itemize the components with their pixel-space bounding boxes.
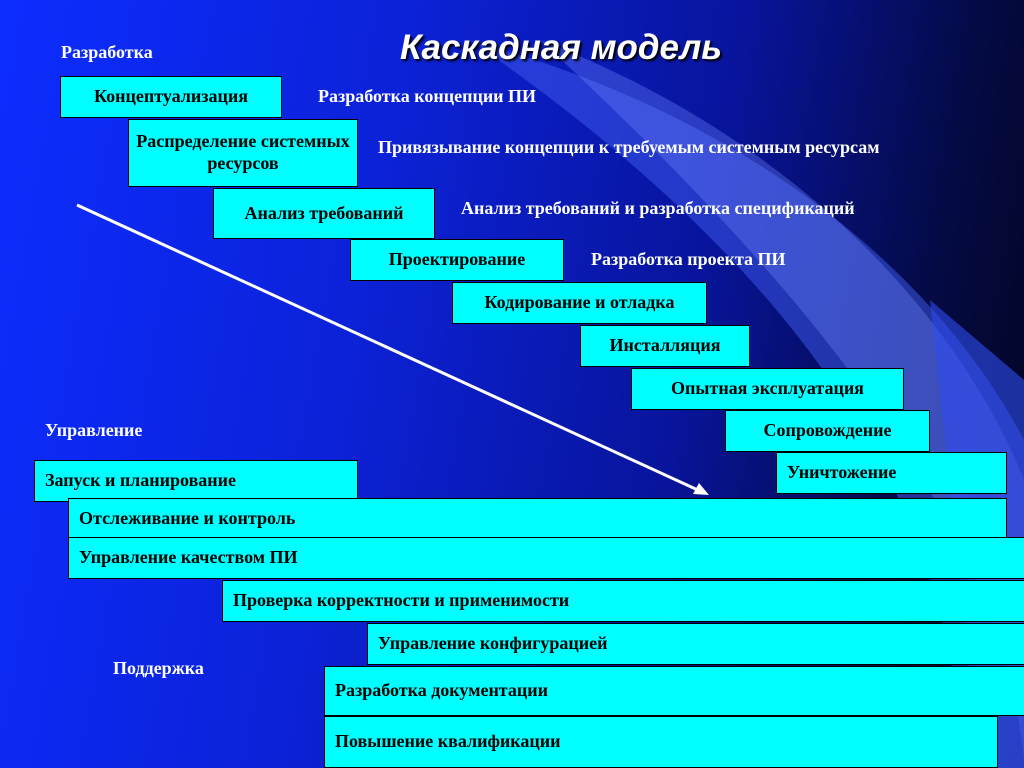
support-documentation: Разработка документации: [324, 666, 1024, 716]
step-maintenance: Сопровождение: [725, 410, 930, 452]
step-conceptualization: Концептуализация: [60, 76, 282, 118]
step-conceptualization-description: Разработка концепции ПИ: [318, 86, 537, 106]
step-disposal: Уничтожение: [776, 452, 1007, 494]
management-launch-planning: Запуск и планирование: [34, 460, 358, 502]
section-label-support: Поддержка: [113, 658, 204, 678]
step-design-description: Разработка проекта ПИ: [591, 249, 786, 269]
management-quality: Управление качеством ПИ: [68, 537, 1024, 579]
section-label-development: Разработка: [61, 42, 153, 62]
support-training: Повышение квалификации: [324, 716, 998, 768]
step-requirements-analysis: Анализ требований: [213, 188, 435, 239]
step-trial-operation: Опытная эксплуатация: [631, 368, 904, 410]
section-label-management: Управление: [45, 420, 143, 440]
support-verification: Проверка корректности и применимости: [222, 580, 1024, 622]
page-title: Каскадная модель: [400, 28, 723, 67]
step-design: Проектирование: [350, 239, 564, 281]
step-installation: Инсталляция: [580, 325, 750, 367]
support-configuration: Управление конфигурацией: [367, 623, 1024, 665]
step-resource-allocation-description: Привязывание концепции к требуемым систе…: [378, 137, 880, 157]
step-resource-allocation: Распределение системных ресурсов: [128, 119, 358, 187]
step-requirements-analysis-description: Анализ требований и разработка специфика…: [461, 198, 855, 218]
step-coding-debugging: Кодирование и отладка: [452, 282, 707, 324]
management-tracking-control: Отслеживание и контроль: [68, 498, 1007, 540]
